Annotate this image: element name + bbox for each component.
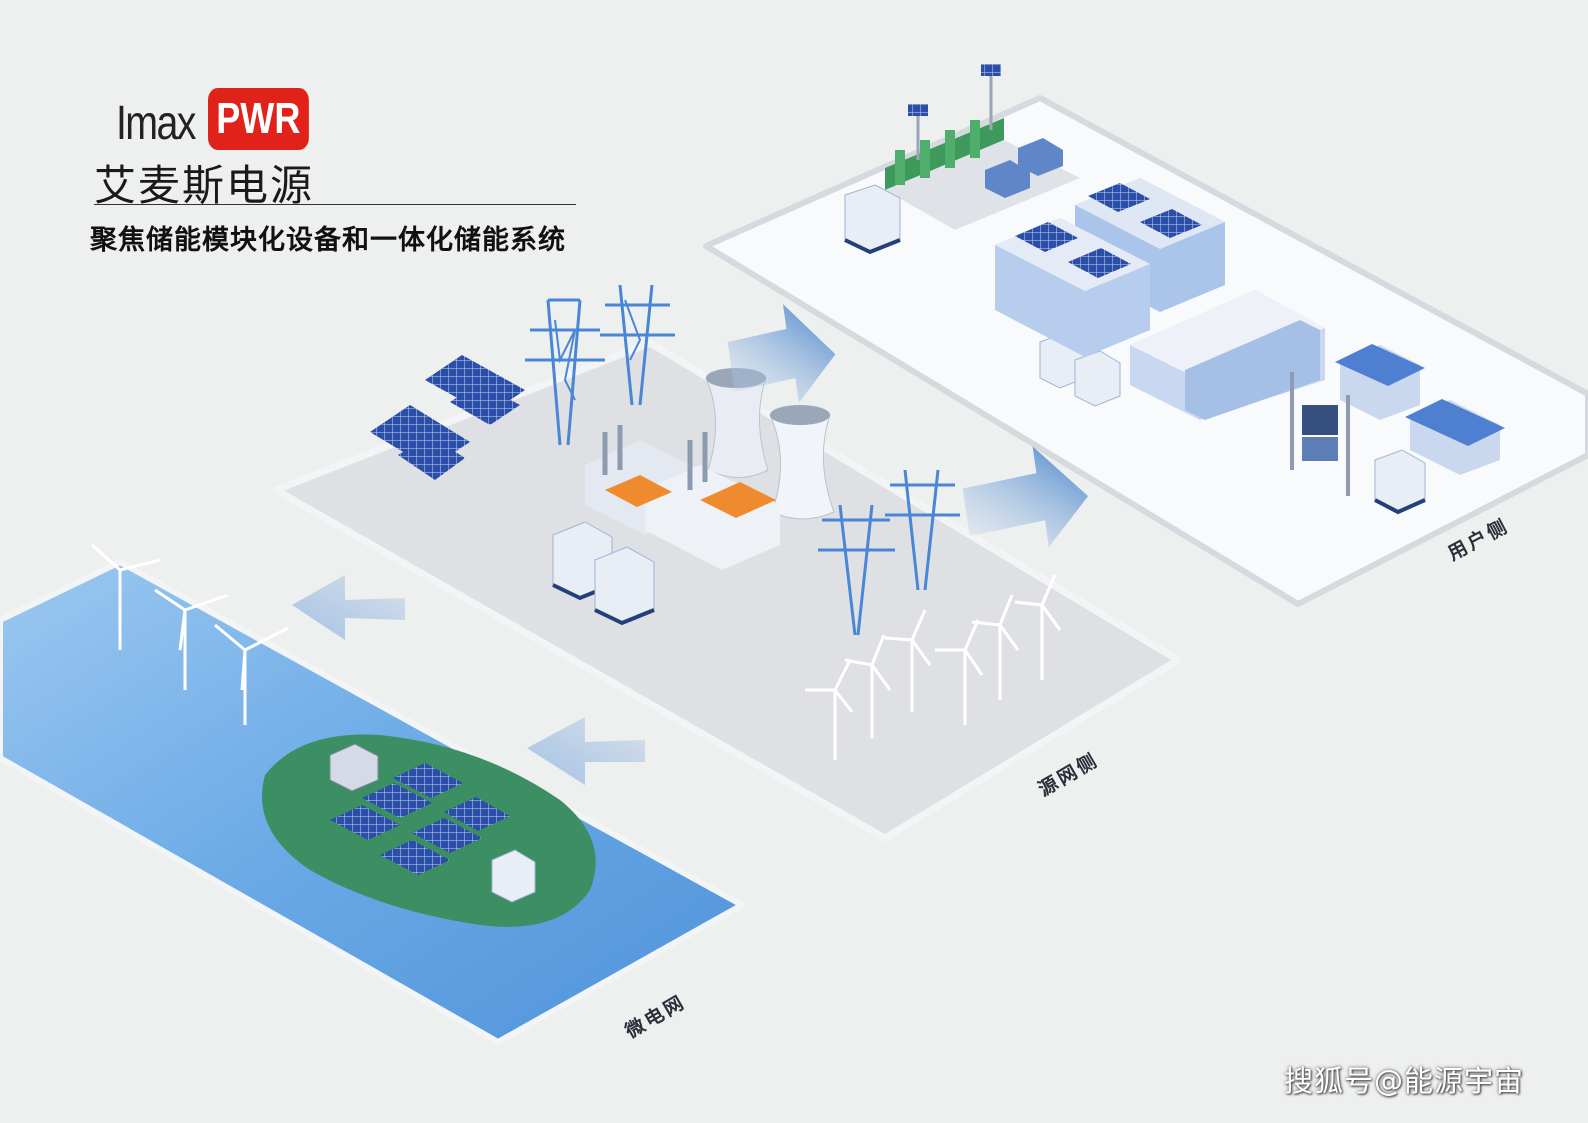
source-grid-platform <box>272 284 1182 842</box>
user-side-platform <box>703 64 1588 607</box>
flow-arrow-to-microgrid <box>292 575 645 785</box>
power-plant-building <box>585 425 780 570</box>
transformer-icon <box>1290 372 1350 496</box>
brand-divider <box>94 204 576 205</box>
brand-name-cn: 艾麦斯电源 <box>94 161 315 210</box>
solar-panel-array <box>370 355 525 480</box>
house-icon <box>1335 344 1505 475</box>
brand-slogan: 聚焦储能模块化设备和一体化储能系统 <box>90 225 566 256</box>
storage-cabinet-icon <box>552 521 655 626</box>
factory-building <box>995 178 1325 420</box>
solar-panel-array <box>330 763 510 875</box>
car-icon <box>985 138 1063 198</box>
offshore-wind-turbine-icon <box>91 543 289 725</box>
transmission-tower-icon <box>525 284 960 636</box>
watermark: 搜狐号@能源宇宙 <box>1284 1064 1525 1098</box>
logo-pwr-badge: PWR <box>208 88 309 150</box>
microgrid-platform <box>0 543 745 1045</box>
wind-turbine-icon <box>805 574 1062 760</box>
flow-arrow-to-user <box>727 304 1089 548</box>
logo-imax-text: Imax <box>116 96 196 150</box>
storage-cabinet-icon <box>329 743 536 903</box>
brand-logo: Imax PWR <box>116 88 309 154</box>
